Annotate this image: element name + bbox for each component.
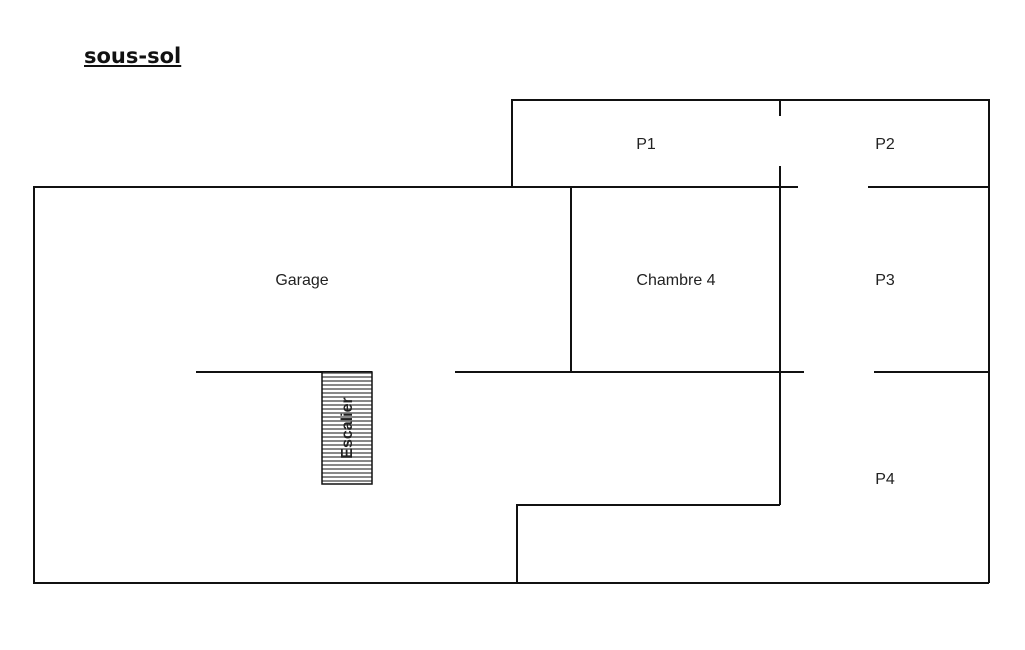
room-label-p1: P1 (636, 136, 656, 153)
room-label-p4: P4 (875, 471, 895, 488)
room-label-p3: P3 (875, 272, 895, 289)
room-label-chambre-4: Chambre 4 (636, 272, 715, 289)
staircase (321, 371, 373, 485)
walls (33, 99, 990, 584)
floor-title: sous-sol (84, 44, 182, 68)
room-label-garage: Garage (275, 272, 328, 289)
room-label-p2: P2 (875, 136, 895, 153)
staircase-label: Escalier (339, 397, 356, 458)
